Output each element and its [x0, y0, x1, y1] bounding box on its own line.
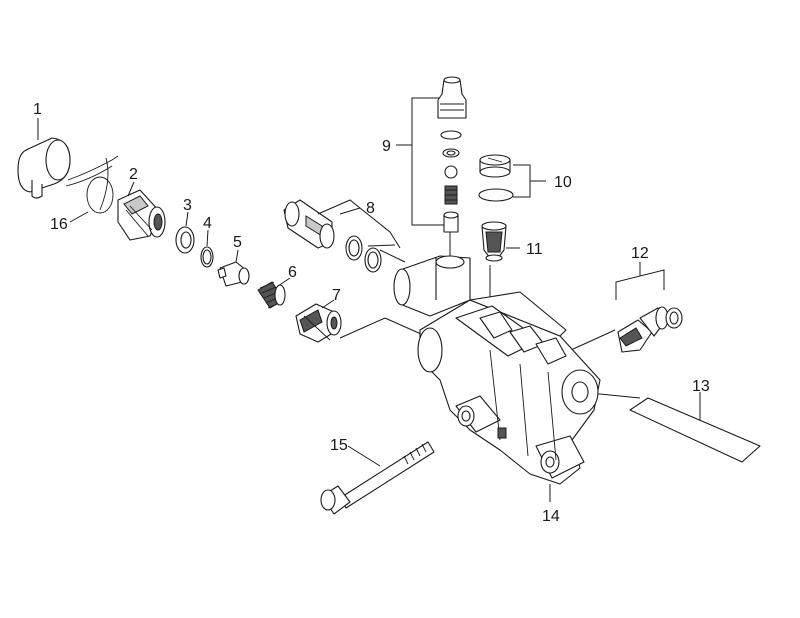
part-4-o-ring-small: [200, 246, 214, 268]
callout-11: 11: [526, 241, 543, 258]
part-14-pump-head: [393, 255, 601, 502]
part-11-valve-insert: [481, 221, 520, 262]
part-12-unloader: [615, 262, 683, 353]
part-1-elbow-cap: [17, 137, 71, 199]
callout-5: 5: [233, 234, 242, 251]
callout-8: 8: [366, 200, 375, 217]
callout-13: 13: [692, 378, 710, 395]
callout-10: 10: [554, 174, 572, 191]
callout-6: 6: [288, 264, 297, 281]
callout-7: 7: [332, 287, 341, 304]
callout-4: 4: [203, 215, 212, 232]
part-7-valve-cartridge: [295, 303, 342, 343]
callout-16: 16: [50, 216, 68, 233]
callout-2: 2: [129, 166, 138, 183]
callout-15: 15: [330, 437, 348, 454]
callout-3: 3: [183, 197, 192, 214]
callout-leaders: [37, 118, 361, 309]
callout-12: 12: [631, 245, 649, 262]
part-3-o-ring: [175, 226, 195, 254]
part-5-valve-stem: [217, 261, 250, 287]
part-13-label-plate: [629, 392, 761, 463]
part-8-piston-seals: [283, 199, 401, 273]
callout-9: 9: [382, 138, 391, 155]
part-15-bolt: [320, 441, 435, 515]
callout-14: 14: [542, 508, 560, 525]
part-9-valve-stack: [396, 76, 467, 233]
part-2-fitting: [117, 189, 166, 241]
part-6-spring: [257, 281, 286, 309]
part-10-cap: [478, 154, 546, 202]
part-16-wire-clip: [65, 155, 119, 214]
callout-1: 1: [33, 101, 42, 118]
callout-labels: 1 2 3 4 5 6 7 8 9 10 11 12 13 14 15 16: [33, 101, 710, 525]
